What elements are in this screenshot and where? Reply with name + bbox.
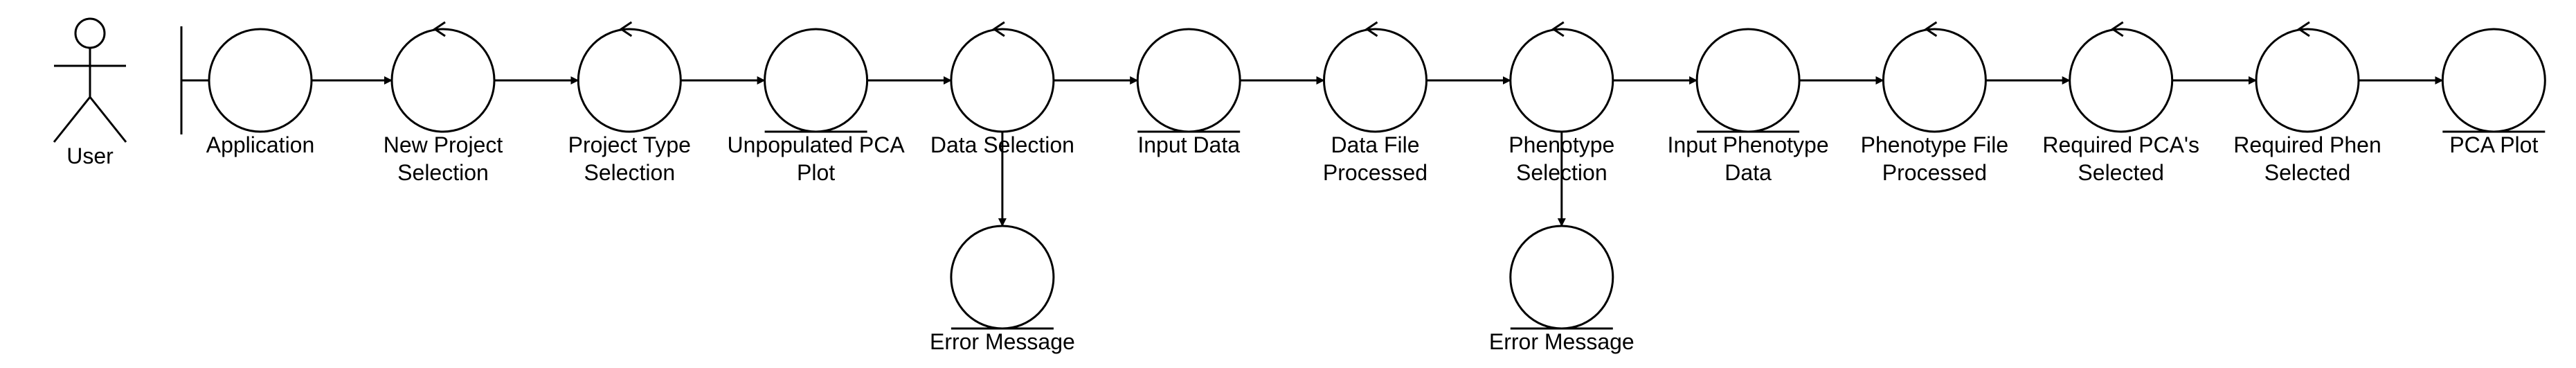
entity-circle-icon [2441, 28, 2546, 133]
actor-label: User [66, 143, 114, 168]
control-circle-icon [2069, 28, 2174, 133]
entity-circle-icon [764, 28, 869, 133]
error-message-data-node[interactable]: Error Message [930, 225, 1075, 354]
new-project-selection-label: New Project [384, 132, 503, 157]
user-actor: User [53, 17, 127, 168]
control-circle-icon [2255, 28, 2360, 133]
control-arrow-icon [1924, 21, 1938, 37]
error-message-phenotype-node[interactable]: Error Message [1489, 225, 1634, 354]
error-message-phenotype-label: Error Message [1489, 329, 1634, 354]
project-type-selection-label: Selection [584, 160, 675, 185]
control-circle-icon [1509, 28, 1614, 133]
phenotype-selection-label: Selection [1516, 160, 1607, 185]
control-circle-icon [577, 28, 682, 133]
project-type-selection-label: Project Type [568, 132, 691, 157]
input-data-label: Input Data [1137, 132, 1240, 157]
data-file-processed-label: Data File [1331, 132, 1419, 157]
input-phenotype-data-label: Input Phenotype [1668, 132, 1829, 157]
data-selection-label: Data Selection [930, 132, 1074, 157]
phenotype-file-processed-label: Phenotype File [1861, 132, 2008, 157]
application-label: Application [206, 132, 315, 157]
entity-circle-icon [1695, 28, 1801, 133]
control-arrow-icon [2110, 21, 2124, 37]
control-arrow-icon [619, 21, 633, 37]
required-pcas-selected-label: Required PCA's [2042, 132, 2199, 157]
entity-circle-icon [1136, 28, 1241, 133]
phenotype-file-processed-label: Processed [1882, 160, 1987, 185]
input-data-node[interactable]: Input Data [1136, 28, 1241, 157]
unpopulated-pca-plot-node[interactable]: Unpopulated PCA Plot [728, 28, 906, 185]
data-file-processed-label: Processed [1323, 160, 1427, 185]
control-circle-icon [1323, 28, 1427, 133]
control-circle-icon [1882, 28, 1987, 133]
pca-plot-node[interactable]: PCA Plot [2441, 28, 2546, 157]
error-message-data-label: Error Message [930, 329, 1075, 354]
stick-figure-icon [53, 17, 127, 143]
required-pcas-selected-label: Selected [2078, 160, 2164, 185]
unpopulated-pca-plot-label: Plot [797, 160, 835, 185]
unpopulated-pca-plot-label: Unpopulated PCA [728, 132, 906, 157]
control-circle-icon [390, 28, 496, 133]
boundary-icon [180, 26, 313, 134]
control-arrow-icon [992, 21, 1005, 37]
entity-circle-icon [950, 225, 1055, 330]
control-arrow-icon [2297, 21, 2310, 37]
control-circle-icon [950, 28, 1055, 133]
required-phen-selected-label: Required Phen [2233, 132, 2381, 157]
application-boundary[interactable]: Application [180, 26, 315, 157]
control-arrow-icon [1551, 21, 1565, 37]
pca-plot-label: PCA Plot [2449, 132, 2538, 157]
required-phen-selected-label: Selected [2264, 160, 2351, 185]
entity-circle-icon [1509, 225, 1614, 330]
control-arrow-icon [433, 21, 446, 37]
new-project-selection-label: Selection [397, 160, 489, 185]
connectors [312, 76, 2444, 227]
control-arrow-icon [1364, 21, 1378, 37]
input-phenotype-data-label: Data [1724, 160, 1772, 185]
phenotype-selection-label: Phenotype [1508, 132, 1614, 157]
data-selection-node[interactable]: Data Selection [930, 21, 1074, 157]
